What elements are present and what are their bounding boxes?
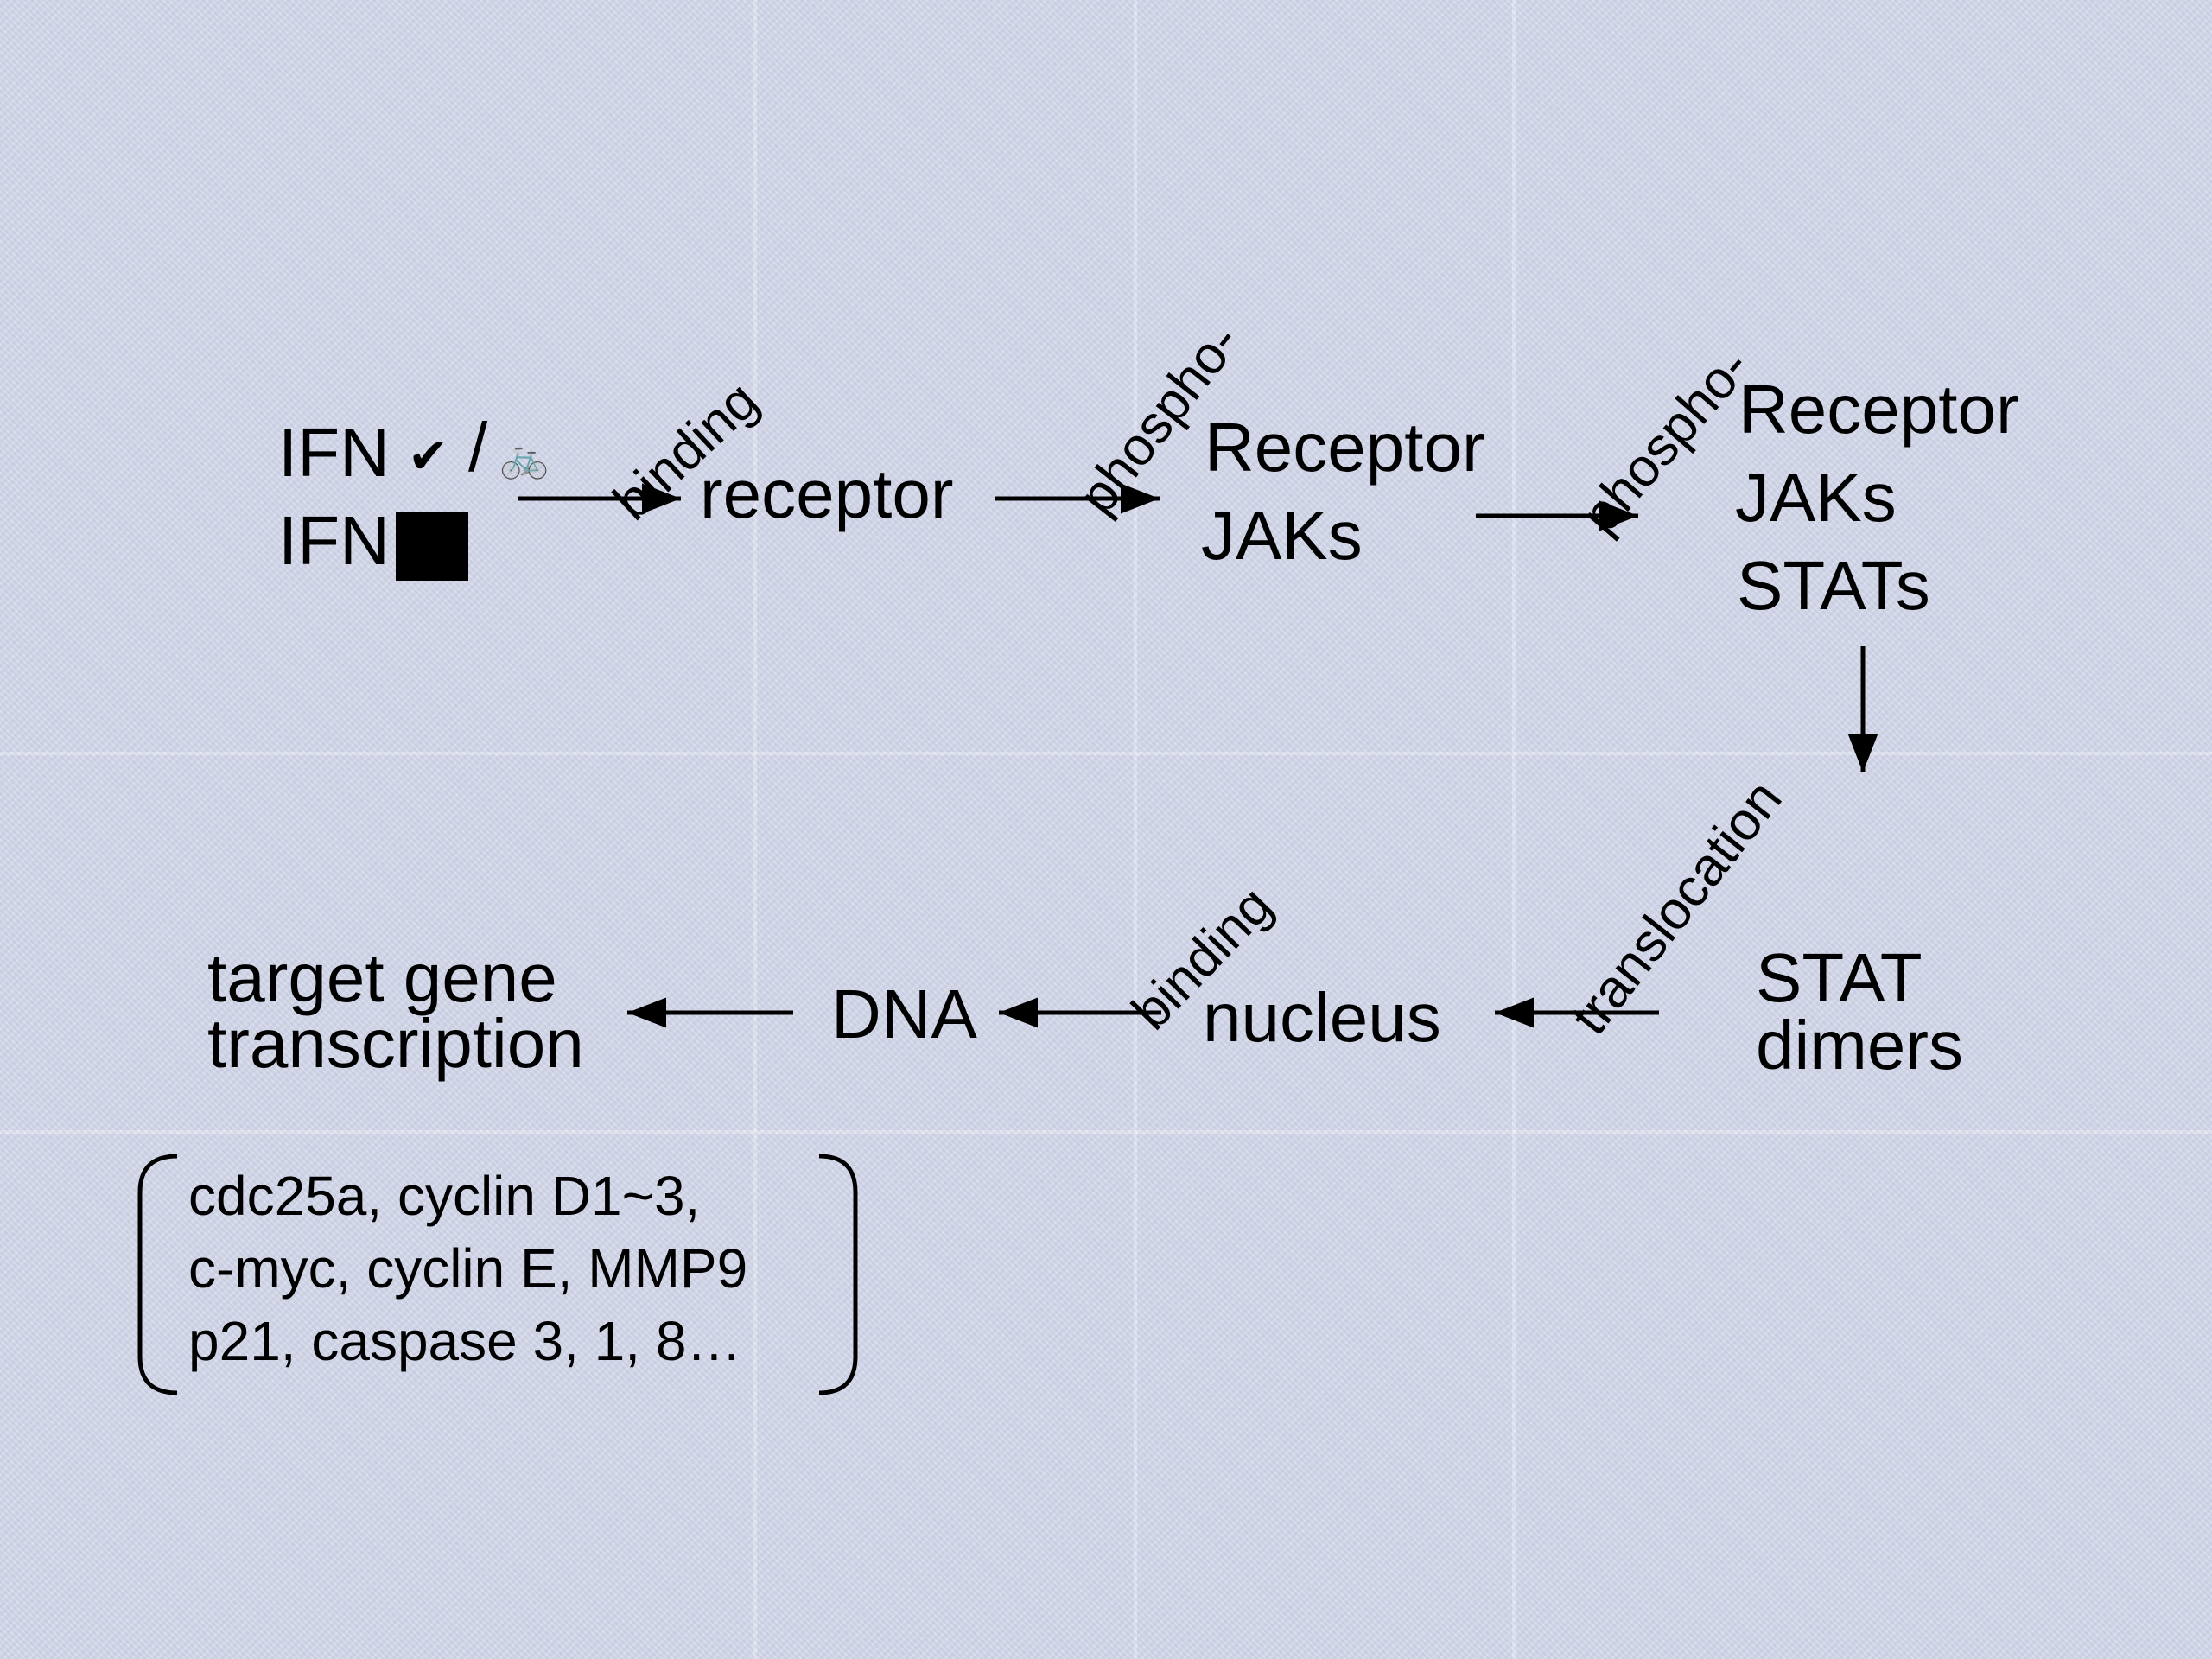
- gene-list-line2: c-myc, cyclin E, MMP9: [188, 1237, 748, 1300]
- node-target-line2: transcription: [207, 1005, 584, 1082]
- node-stat-dimers-line2: dimers: [1756, 1007, 1964, 1084]
- node-rjs-line2: JAKs: [1735, 459, 1897, 536]
- gene-list-right-bracket: [818, 1154, 858, 1395]
- gene-list-left-bracket: [137, 1154, 178, 1395]
- node-receptor-jaks-line1: Receptor: [1205, 409, 1485, 486]
- check-icon: ✔: [408, 429, 448, 483]
- node-stat-dimers-line1: STAT: [1756, 939, 1923, 1016]
- node-dna: DNA: [831, 976, 977, 1052]
- gene-list-line1: cdc25a, cyclin D1~3,: [188, 1165, 701, 1227]
- gene-list-line3: p21, caspase 3, 1, 8…: [188, 1310, 742, 1372]
- ifn-gamma-label: IFN: [278, 502, 390, 579]
- bicycle-icon: 🚲: [499, 435, 550, 480]
- node-target-line1: target gene: [207, 939, 557, 1016]
- node-rjs-line3: STATs: [1737, 547, 1930, 624]
- node-rjs-line1: Receptor: [1738, 371, 2019, 448]
- redacted-glyph: [396, 512, 468, 581]
- node-receptor: receptor: [700, 455, 954, 532]
- node-receptor-jaks-line2: JAKs: [1201, 497, 1363, 574]
- slash-separator: /: [468, 409, 488, 486]
- ifn-alpha-label: IFN: [278, 414, 390, 491]
- node-nucleus: nucleus: [1203, 979, 1441, 1056]
